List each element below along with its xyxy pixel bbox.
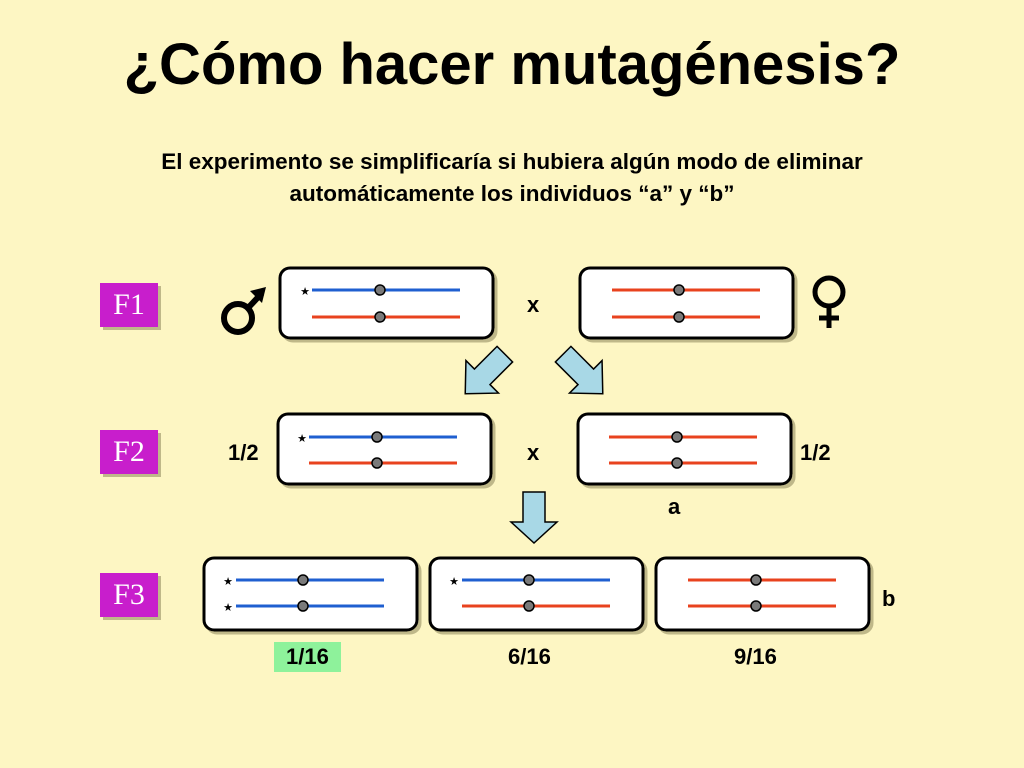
f3-fraction-2: 6/16 (508, 644, 551, 669)
f3-fraction-1: 1/16 (274, 642, 341, 672)
f1-female-genotype-box (578, 266, 795, 340)
f2-right-fraction: 1/2 (800, 440, 831, 465)
female-symbol-icon (812, 275, 846, 328)
f2-left-fraction: 1/2 (228, 440, 259, 465)
f3-genotype-box-3 (654, 556, 871, 632)
subtitle: El experimento se simplificaría si hubie… (0, 146, 1024, 210)
mutation-star-icon: ★ (223, 602, 233, 614)
generation-f2-badge: F2 (100, 430, 158, 474)
f1-cross-symbol: x (527, 292, 540, 317)
page-title: ¿Cómo hacer mutagénesis? (123, 32, 901, 97)
mutation-star-icon: ★ (449, 576, 459, 588)
arrow-down-left-icon (464, 345, 514, 395)
f3-genotype-box-2: ★ (428, 556, 645, 632)
f2-cross-symbol: x (527, 440, 540, 465)
f1-male-genotype-box: ★ (278, 266, 495, 340)
f3-label-b: b (882, 586, 896, 611)
f3-genotype-box-1: ★ ★ (202, 556, 419, 632)
mutation-star-icon: ★ (297, 433, 307, 445)
generation-f3-badge: F3 (100, 573, 158, 617)
male-symbol-icon (221, 287, 266, 335)
subtitle-line-1: El experimento se simplificaría si hubie… (161, 149, 863, 174)
subtitle-line-2: automáticamente los individuos “a” y “b” (289, 181, 735, 206)
f2-label-a: a (668, 494, 681, 519)
f3-fraction-3: 9/16 (734, 644, 777, 669)
generation-f1-badge: F1 (100, 283, 158, 327)
mutation-star-icon: ★ (223, 576, 233, 588)
f2-left-genotype-box: ★ (276, 412, 493, 486)
arrow-down-right-icon (554, 345, 604, 395)
mutation-star-icon: ★ (300, 286, 310, 298)
arrow-down-icon (509, 491, 559, 545)
f2-right-genotype-box (576, 412, 793, 486)
